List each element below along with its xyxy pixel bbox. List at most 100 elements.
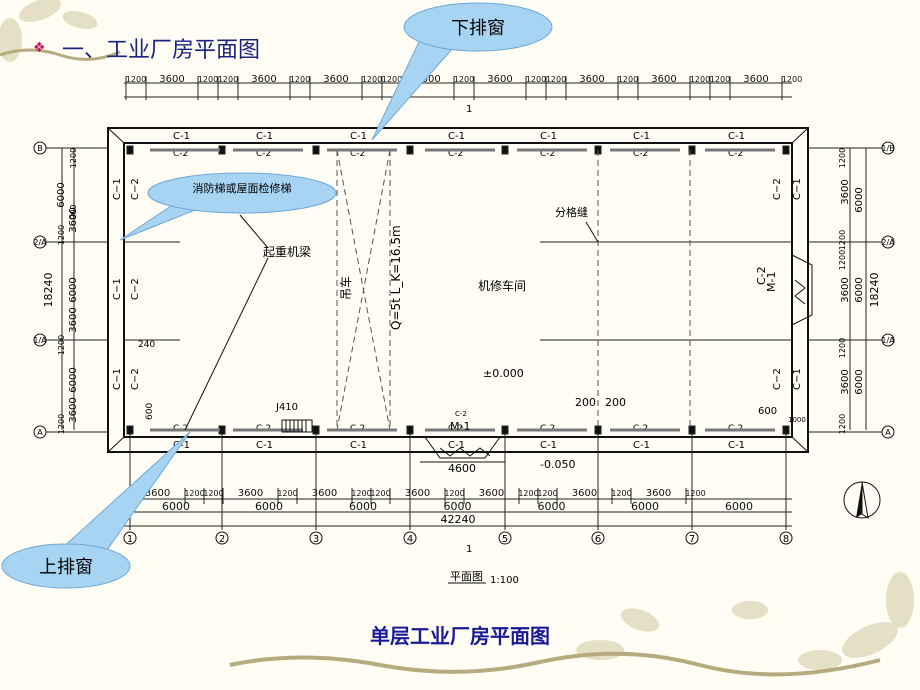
svg-text:C−2: C−2 xyxy=(130,278,141,300)
axis-bubble xyxy=(779,531,793,545)
bottom-dim-label: 3600 xyxy=(479,488,504,499)
bottom-dim-6000-label: 6000 xyxy=(444,500,472,513)
svg-text:C−1: C−1 xyxy=(792,368,803,390)
callout-fire-ladder-text: 消防梯或屋面检修梯 xyxy=(193,181,292,195)
axis-bubble xyxy=(215,531,229,545)
axis-number: 2 xyxy=(219,534,225,545)
left-axis-label: A xyxy=(37,428,43,437)
column-top xyxy=(312,145,320,155)
svg-text:C−1: C−1 xyxy=(112,278,123,300)
bottom-dim-6000-label: 6000 xyxy=(162,500,190,513)
column-top xyxy=(782,145,790,155)
left-dim-label: 900 xyxy=(69,204,78,219)
column-top xyxy=(688,145,696,155)
outer-wall-outline xyxy=(107,127,809,453)
left-dim-label: 6000 xyxy=(56,182,67,207)
svg-text:C−2: C−2 xyxy=(130,178,141,200)
dim-200a-label: 200 xyxy=(575,396,596,409)
window-label-bottom: C-1 xyxy=(350,440,367,451)
right-dim-label: 1200 xyxy=(838,250,847,270)
right-door-label: M-1 xyxy=(765,272,778,292)
callout-fire-ladder: 消防梯或屋面检修梯 xyxy=(119,172,337,241)
right-dim-label: 6000 xyxy=(854,277,865,302)
bottom-dim-label: 1200 xyxy=(444,489,464,498)
right-dim-label: 1200 xyxy=(838,338,847,358)
bottom-dim-label: 3600 xyxy=(572,488,597,499)
left-dim-label: 3600 xyxy=(68,307,79,332)
page-heading: 一、工业厂房平面图 xyxy=(62,38,261,63)
left-dim-label: 3600 xyxy=(68,397,79,422)
window-label-top-lower: C-2 xyxy=(173,149,188,159)
window-label-top-lower: C-2 xyxy=(350,149,365,159)
axis-bubble xyxy=(403,531,417,545)
top-dim-label: 1200 xyxy=(526,75,546,84)
column-top xyxy=(406,145,414,155)
bottom-dim-label: 1200 xyxy=(351,489,371,498)
axis-bubble xyxy=(591,531,605,545)
bottom-dim-label: 1200 xyxy=(203,489,223,498)
svg-text:C−2: C−2 xyxy=(772,178,783,200)
svg-text:C−2: C−2 xyxy=(772,368,783,390)
right-dim-label: 3600 xyxy=(840,179,851,204)
right-axis-label: 1/B xyxy=(881,144,894,153)
window-label-top-lower: C-2 xyxy=(448,149,463,159)
top-dim-label: 3600 xyxy=(159,74,184,85)
left-dim-label: 6000 xyxy=(68,367,79,392)
top-dim-label: 3600 xyxy=(743,74,768,85)
window-label-bottom: C-1 xyxy=(256,440,273,451)
column-bottom xyxy=(501,425,509,435)
window-label-top-lower: C-2 xyxy=(256,149,271,159)
right-axis-label: 2/A xyxy=(881,238,895,247)
window-label-top: C-1 xyxy=(173,131,190,142)
callout-upper-window: 上排窗 xyxy=(1,431,191,589)
top-dim-label: 1200 xyxy=(198,75,218,84)
column-bottom xyxy=(312,425,320,435)
axis-number: 4 xyxy=(407,534,413,545)
top-dim-label: 1200 xyxy=(382,75,402,84)
right-dim-label: 6000 xyxy=(854,187,865,212)
bottom-dim-label: 1200 xyxy=(611,489,631,498)
svg-text:C−1: C−1 xyxy=(792,178,803,200)
bottom-dim-6000-label: 6000 xyxy=(631,500,659,513)
door-label: M-1 xyxy=(450,420,470,433)
top-dim-label: 1200 xyxy=(454,75,474,84)
axis-number: 5 xyxy=(502,534,508,545)
window-label-top: C-1 xyxy=(350,131,367,142)
bullet-icon: ❖ xyxy=(33,40,46,56)
window-label-top: C-1 xyxy=(448,131,465,142)
column-top xyxy=(126,145,134,155)
axis-bubble xyxy=(123,531,137,545)
top-dim-label: 3600 xyxy=(323,74,348,85)
column-bottom xyxy=(406,425,414,435)
window-label-bottom: C-1 xyxy=(728,440,745,451)
axis-number: 6 xyxy=(595,534,601,545)
window-label-top-lower: C-2 xyxy=(540,149,555,159)
column-bottom xyxy=(126,425,134,435)
column-top xyxy=(501,145,509,155)
left-dim-label: 1200 xyxy=(57,414,66,434)
j410-label: J410 xyxy=(275,402,298,413)
left-dim-label: 1200 xyxy=(69,148,78,168)
window-label-bottom: C-1 xyxy=(633,440,650,451)
window-label-bottom: C-1 xyxy=(173,440,190,451)
column-bottom xyxy=(688,425,696,435)
axis-number: 3 xyxy=(313,534,319,545)
top-dim-label: 3600 xyxy=(651,74,676,85)
section-mark-bottom: 1 xyxy=(466,544,472,555)
bottom-dim-label: 1200 xyxy=(184,489,204,498)
axis-number: 7 xyxy=(689,534,695,545)
section-mark-top: 1 xyxy=(466,104,472,115)
right-dim-label: 3600 xyxy=(840,277,851,302)
left-axis-label: B xyxy=(37,144,43,153)
callout-lower-window-text: 下排窗 xyxy=(451,18,505,39)
bottom-dim-label: 1200 xyxy=(685,489,705,498)
callout-upper-window-text: 上排窗 xyxy=(39,557,93,578)
figure-caption: 单层工业厂房平面图 xyxy=(370,624,550,648)
exterior-elev-label: -0.050 xyxy=(540,458,575,471)
bottom-dim-label: 3600 xyxy=(238,488,263,499)
bottom-dim-label: 3600 xyxy=(405,488,430,499)
bottom-dim-label: 3600 xyxy=(312,488,337,499)
window-label-top-lower: C-2 xyxy=(633,149,648,159)
left-dim-label: 1200 xyxy=(57,225,66,245)
